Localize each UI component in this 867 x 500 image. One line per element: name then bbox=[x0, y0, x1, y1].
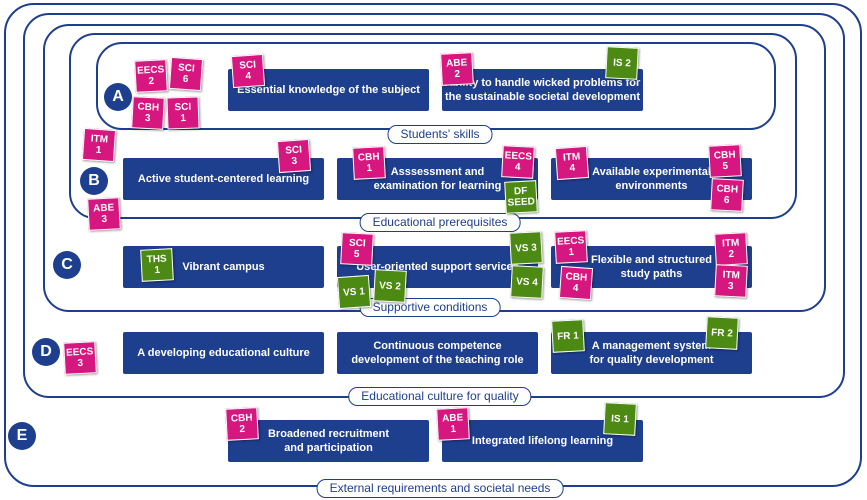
box-competence-development: Continuous competence development of the… bbox=[337, 332, 538, 374]
tag-vs-4: VS 4 bbox=[510, 265, 544, 299]
tag-sci-4: SCI 4 bbox=[230, 53, 266, 89]
tag-is-2: IS 2 bbox=[605, 46, 639, 80]
tag-cbh-5: CBH 5 bbox=[708, 144, 742, 178]
tag-vs-1: VS 1 bbox=[336, 274, 372, 310]
tag-eecs-4: EECS 4 bbox=[501, 145, 535, 179]
tag-sci-6: SCI 6 bbox=[168, 56, 204, 92]
box-essential-knowledge: Essential knowledge of the subject bbox=[228, 69, 429, 111]
level-a-circle: A bbox=[104, 83, 132, 111]
tag-abe-1: ABE 1 bbox=[436, 407, 470, 441]
tag-ths-1: THS 1 bbox=[140, 248, 174, 282]
tag-itm-1: ITM 1 bbox=[81, 127, 117, 163]
tag-abe-3: ABE 3 bbox=[87, 197, 121, 231]
tag-cbh-4: CBH 4 bbox=[558, 265, 594, 301]
tag-fr-1: FR 1 bbox=[551, 319, 585, 353]
level-e-circle: E bbox=[8, 422, 36, 450]
tag-itm-3: ITM 3 bbox=[714, 264, 748, 298]
level-b-circle: B bbox=[80, 167, 108, 195]
tag-cbh-1: CBH 1 bbox=[352, 146, 386, 180]
level-b-label: Educational prerequisites bbox=[359, 213, 521, 232]
level-a-label: Students' skills bbox=[387, 125, 493, 144]
tag-abe-2: ABE 2 bbox=[440, 52, 474, 86]
level-e-label: External requirements and societal needs bbox=[316, 479, 564, 498]
tag-cbh-6: CBH 6 bbox=[710, 178, 744, 212]
level-c-label: Supportive conditions bbox=[359, 298, 501, 317]
level-d-circle: D bbox=[32, 338, 60, 366]
tag-cbh-3: CBH 3 bbox=[131, 96, 165, 130]
tag-eecs-3: EECS 3 bbox=[63, 341, 97, 375]
tag-eecs-2: EECS 2 bbox=[134, 59, 168, 93]
level-d-label: Educational culture for quality bbox=[348, 387, 532, 406]
tag-itm-4: ITM 4 bbox=[554, 145, 590, 181]
tag-cbh-2: CBH 2 bbox=[225, 407, 259, 441]
tag-vs-3: VS 3 bbox=[509, 231, 543, 265]
tag-itm-2: ITM 2 bbox=[714, 232, 748, 266]
box-support-services: User-oriented support services bbox=[337, 246, 538, 288]
tag-vs-2: VS 2 bbox=[373, 269, 407, 303]
box-developing-culture: A developing educational culture bbox=[123, 332, 324, 374]
tag-eecs-1: EECS 1 bbox=[554, 230, 588, 264]
tag-sci-3: SCI 3 bbox=[276, 138, 312, 174]
box-active-learning: Active student-centered learning bbox=[123, 158, 324, 200]
tag-sci-5: SCI 5 bbox=[340, 232, 374, 266]
tag-fr-2: FR 2 bbox=[705, 316, 739, 350]
tag-df-seed: DF SEED bbox=[504, 180, 538, 214]
tag-is-1: IS 1 bbox=[603, 402, 637, 436]
level-c-circle: C bbox=[53, 251, 81, 279]
box-recruitment: Broadened recruitment and participation bbox=[228, 420, 429, 462]
tag-sci-1: SCI 1 bbox=[166, 96, 200, 130]
